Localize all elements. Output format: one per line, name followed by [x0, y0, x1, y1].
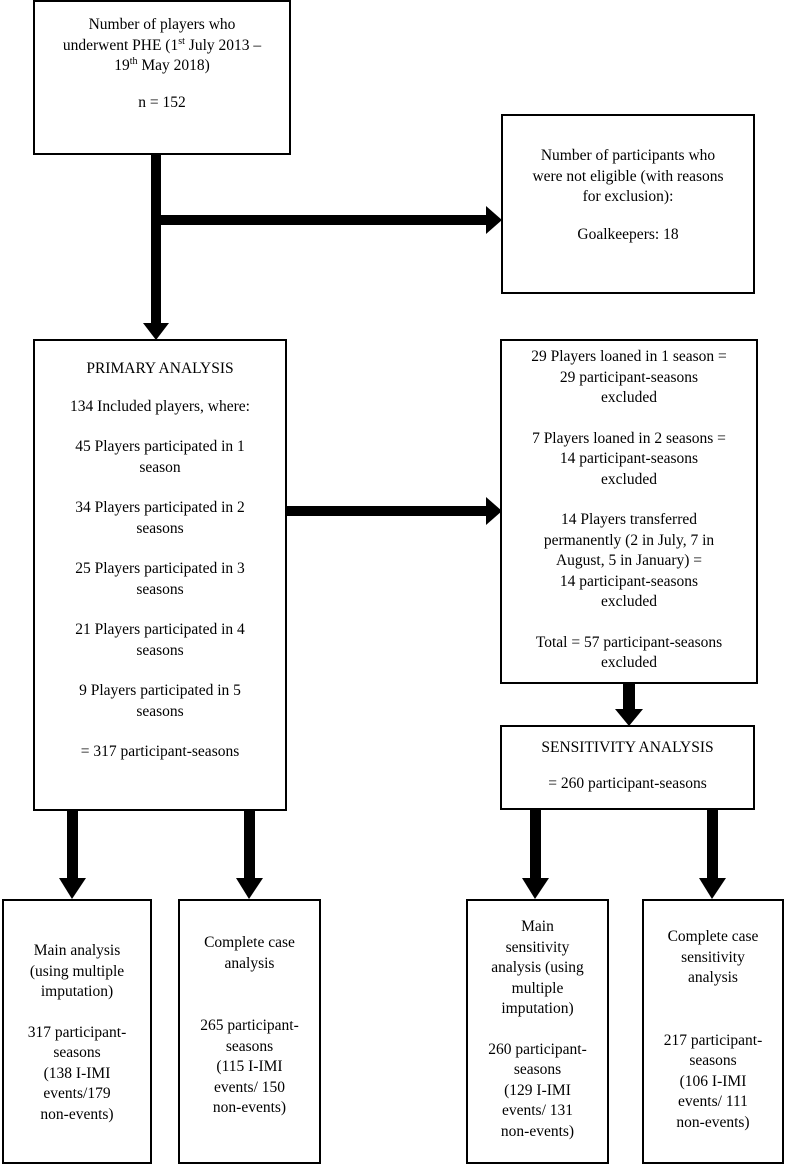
- complete-sensitivity-heading: Complete case: [667, 928, 759, 945]
- main-analysis-result: non-events): [40, 1105, 114, 1123]
- main-sensitivity-result: 260 participant-: [488, 1040, 587, 1058]
- arrowhead-to-loan: [486, 497, 502, 525]
- complete-case-result: (115 I-IMI: [216, 1058, 283, 1075]
- primary-group-line: 34 Players participated in 2: [75, 499, 245, 516]
- exclusion-line: for exclusion):: [582, 188, 674, 205]
- primary-total: = 317 participant-seasons: [80, 743, 240, 760]
- main-analysis-result: events/179: [43, 1085, 111, 1102]
- transfer-line: 14 Players transferred: [560, 511, 697, 528]
- complete-case-result: non-events): [212, 1099, 287, 1116]
- main-sensitivity-result: events/ 131: [501, 1102, 574, 1119]
- primary-included: 134 Included players, where:: [70, 397, 250, 415]
- transfer-line: August, 5 in January) =: [555, 552, 703, 569]
- players-phe-count: n = 152: [138, 93, 186, 111]
- loan-line: excluded: [601, 389, 657, 406]
- complete-case-heading: Complete case: [204, 934, 295, 951]
- complete-sensitivity-result: non-events): [676, 1113, 750, 1131]
- sensitivity-title: SENSITIVITY ANALYSIS: [541, 739, 714, 756]
- arrowhead-to-main-analysis: [59, 878, 86, 899]
- complete-case-result: events/ 150: [213, 1078, 286, 1096]
- main-sensitivity-heading: Main: [521, 918, 554, 935]
- arrowhead-to-complete-case: [236, 878, 263, 899]
- exclusion-box: Number of participants who were not elig…: [501, 114, 755, 294]
- complete-sensitivity-result: events/ 111: [678, 1093, 748, 1110]
- arrowhead-to-exclusion: [486, 206, 502, 234]
- exclusion-line: Number of participants who: [540, 147, 716, 164]
- sensitivity-total: = 260 participant-seasons: [548, 774, 707, 792]
- primary-group-line: seasons: [136, 641, 184, 659]
- players-phe-line1: Number of players who: [88, 16, 236, 33]
- complete-case-heading: analysis: [224, 954, 275, 972]
- exclusion-total-line: excluded: [601, 654, 657, 671]
- primary-group-line: 9 Players participated in 5: [79, 682, 241, 699]
- main-analysis-heading: Main analysis: [33, 942, 121, 959]
- main-sensitivity-result: seasons: [513, 1061, 562, 1078]
- loan-exclusion-box: 29 Players loaned in 1 season = 29 parti…: [500, 339, 758, 684]
- complete-sensitivity-result: 217 participant-: [663, 1031, 763, 1049]
- main-analysis-heading: (using multiple: [29, 962, 125, 980]
- loan-line: excluded: [601, 470, 657, 488]
- primary-group-line: seasons: [136, 580, 184, 598]
- primary-group-line: 45 Players participated in 1: [75, 438, 245, 455]
- connector-to-complete-case: [244, 810, 255, 880]
- connector-to-complete-sensitivity: [707, 809, 718, 880]
- main-analysis-result: (138 I-IMI: [43, 1064, 111, 1082]
- main-sensitivity-heading: analysis (using: [491, 959, 584, 976]
- complete-sensitivity-result: seasons: [689, 1052, 737, 1069]
- loan-line: 7 Players loaned in 2 seasons =: [532, 429, 726, 447]
- exclusion-total-line: Total = 57 participant-seasons: [535, 633, 723, 651]
- complete-sensitivity-heading: analysis: [688, 969, 738, 986]
- arrowhead-to-sensitivity: [615, 709, 643, 726]
- connector-to-main-analysis: [67, 810, 78, 880]
- main-sensitivity-heading: imputation): [501, 1000, 574, 1017]
- primary-analysis-title: PRIMARY ANALYSIS: [86, 360, 234, 377]
- main-sensitivity-box: Main sensitivity analysis (using multipl…: [466, 899, 609, 1164]
- primary-group-line: season: [139, 458, 181, 476]
- transfer-line: 14 participant-seasons: [559, 572, 699, 590]
- players-phe-box: Number of players who underwent PHE (1st…: [33, 0, 291, 155]
- connector-loan-to-sensitivity: [623, 684, 635, 712]
- primary-group-line: 21 Players participated in 4: [75, 621, 245, 638]
- loan-line: 14 participant-seasons: [559, 450, 699, 467]
- main-analysis-heading: imputation): [40, 983, 114, 1000]
- arrowhead-to-primary: [143, 323, 169, 340]
- complete-sensitivity-heading: sensitivity: [681, 948, 745, 966]
- complete-case-box: Complete case analysis 265 participant- …: [178, 899, 321, 1164]
- loan-line: 29 Players loaned in 1 season =: [531, 348, 727, 365]
- connector-to-exclusion: [156, 215, 488, 225]
- transfer-line: excluded: [601, 593, 657, 610]
- connector-top-to-primary: [151, 154, 161, 325]
- players-phe-line3: 19th May 2018): [114, 55, 210, 74]
- main-analysis-result: 317 participant-: [27, 1023, 127, 1041]
- complete-case-result: 265 participant-: [200, 1017, 299, 1034]
- primary-analysis-box: PRIMARY ANALYSIS 134 Included players, w…: [33, 339, 287, 811]
- exclusion-goalkeepers: Goalkeepers: 18: [577, 225, 679, 243]
- main-sensitivity-result: (129 I-IMI: [504, 1081, 571, 1099]
- arrowhead-to-main-sensitivity: [522, 878, 549, 899]
- main-sensitivity-heading: sensitivity: [505, 938, 570, 956]
- arrowhead-to-complete-sensitivity: [699, 878, 726, 899]
- primary-group-line: seasons: [136, 519, 184, 537]
- loan-line: 29 participant-seasons: [559, 368, 699, 386]
- primary-group-line: seasons: [136, 702, 184, 720]
- connector-primary-to-loan: [287, 506, 489, 516]
- main-analysis-box: Main analysis (using multiple imputation…: [2, 899, 152, 1164]
- players-phe-line2: underwent PHE (1st July 2013 –: [62, 35, 262, 54]
- complete-case-result: seasons: [225, 1037, 274, 1055]
- main-sensitivity-heading: multiple: [511, 979, 564, 997]
- connector-to-main-sensitivity: [530, 809, 541, 880]
- main-sensitivity-result: non-events): [500, 1122, 575, 1140]
- sensitivity-analysis-box: SENSITIVITY ANALYSIS = 260 participant-s…: [500, 725, 755, 810]
- exclusion-line: were not eligible (with reasons: [532, 167, 724, 185]
- complete-sensitivity-result: (106 I-IMI: [679, 1072, 747, 1090]
- transfer-line: permanently (2 in July, 7 in: [543, 531, 715, 549]
- primary-group-line: 25 Players participated in 3: [75, 560, 245, 577]
- main-analysis-result: seasons: [53, 1044, 101, 1061]
- complete-sensitivity-box: Complete case sensitivity analysis 217 p…: [642, 899, 784, 1164]
